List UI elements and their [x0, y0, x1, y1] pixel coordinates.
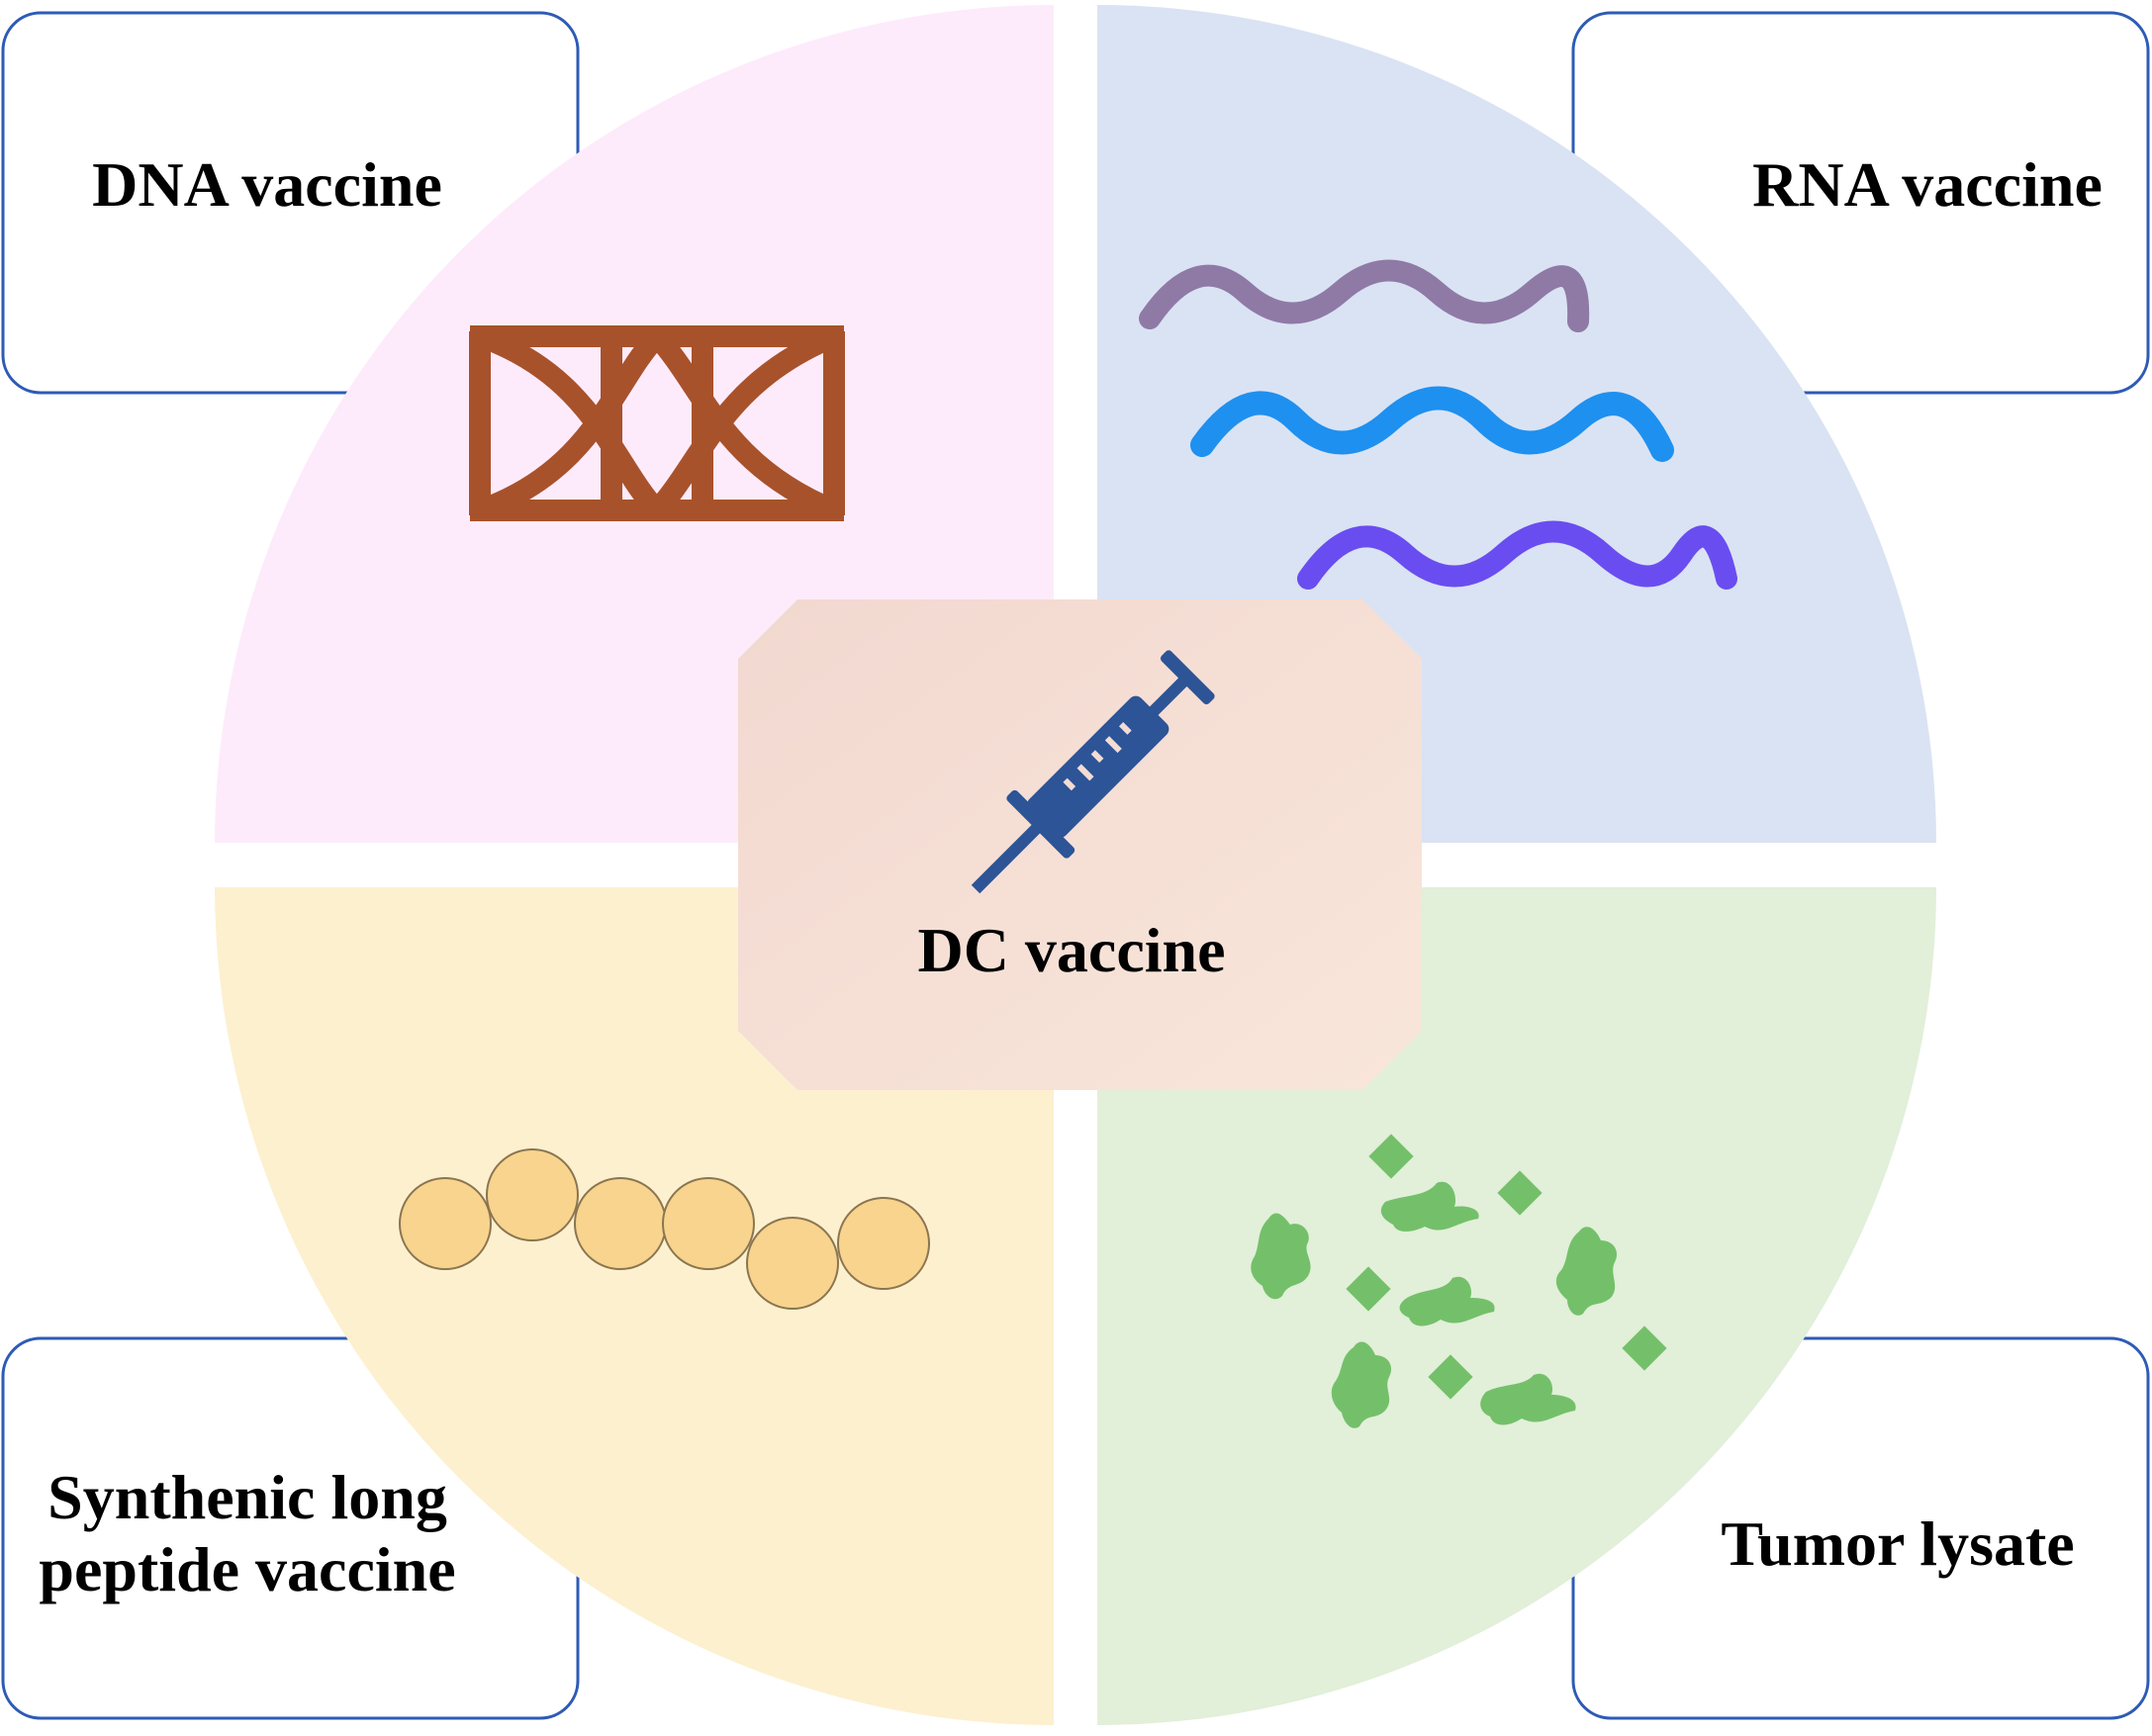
tumor-fragment	[1331, 1341, 1392, 1428]
rna-strands-icon	[1139, 259, 1737, 590]
tumor-fragment	[1622, 1325, 1667, 1371]
label-peptide-line-1: Synthenic long	[47, 1462, 447, 1532]
tumor-fragment	[1368, 1134, 1414, 1179]
peptide-bead	[486, 1148, 579, 1241]
tumor-fragment	[1497, 1170, 1543, 1216]
tumor-fragment	[1480, 1373, 1576, 1425]
label-rna-vaccine: RNA vaccine	[1752, 149, 2103, 220]
tumor-fragment	[1251, 1213, 1311, 1300]
label-peptide-line-2: peptide vaccine	[39, 1534, 455, 1604]
peptide-bead	[399, 1177, 492, 1270]
tumor-fragments-icon	[1251, 1134, 1667, 1428]
label-tumor-lysate: Tumor lysate	[1721, 1508, 2074, 1579]
quadrant-peptide	[215, 887, 1054, 1725]
tumor-fragment	[1399, 1276, 1495, 1326]
quadrant-tumor-lysate	[1097, 887, 1936, 1725]
peptide-bead	[574, 1177, 667, 1270]
dna-double-helix-icon	[469, 325, 845, 521]
rna-strand-1	[1139, 259, 1590, 332]
syringe-icon	[971, 650, 1215, 894]
peptide-bead	[837, 1197, 930, 1290]
tumor-fragment	[1555, 1227, 1618, 1316]
label-dna-vaccine: DNA vaccine	[92, 149, 442, 220]
peptide-chain-icon	[399, 1148, 930, 1310]
center-panel	[738, 599, 1422, 1090]
peptide-bead	[746, 1217, 839, 1310]
rna-strand-3	[1297, 520, 1737, 590]
rna-strand-2	[1190, 386, 1674, 462]
peptide-bead	[662, 1177, 755, 1270]
label-dc-vaccine: DC vaccine	[917, 915, 1225, 985]
tumor-fragment	[1380, 1181, 1479, 1232]
tumor-fragment	[1428, 1354, 1473, 1400]
tumor-fragment	[1346, 1266, 1391, 1312]
